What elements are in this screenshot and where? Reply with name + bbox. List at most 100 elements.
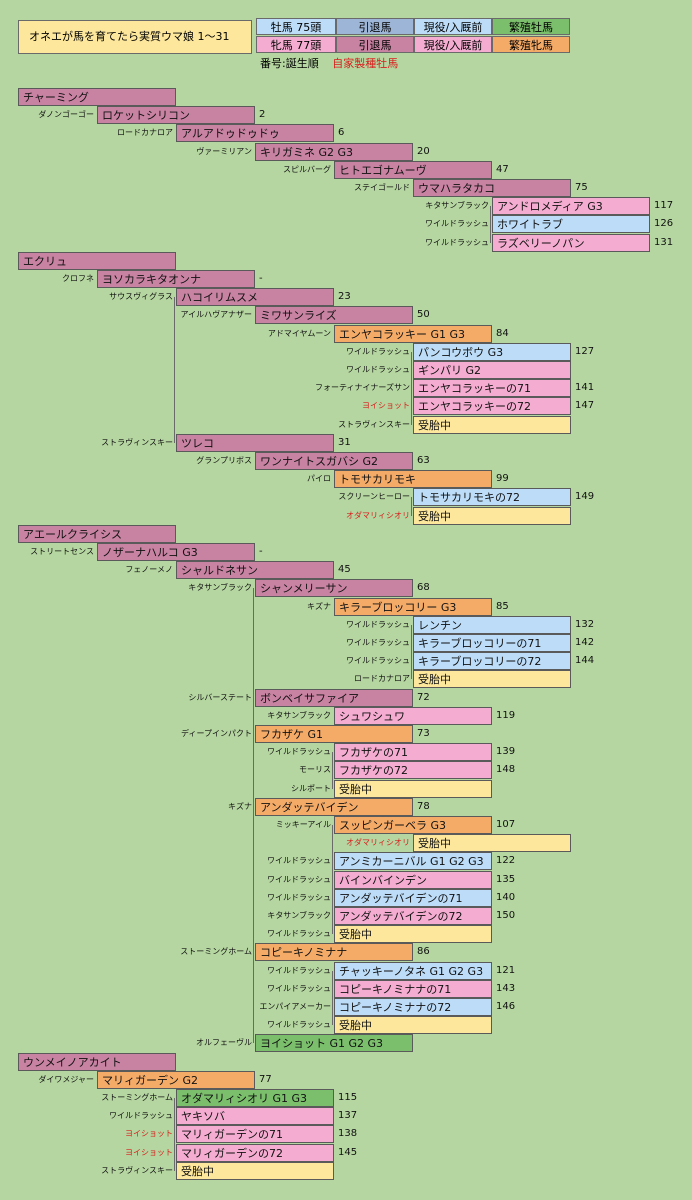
tree-connector: [332, 970, 333, 1026]
horse-box: 受胎中: [413, 506, 571, 525]
sire-label: スクリーンヒーロー: [338, 492, 410, 502]
birth-order-number: 140: [496, 891, 516, 903]
horse-box: エンヤコラッキーの71: [413, 379, 571, 398]
birth-order-number: 73: [417, 728, 430, 739]
sire-label: ストラヴィンスキー: [101, 1165, 173, 1175]
horse-box: ツレコ: [176, 433, 334, 452]
legend-row2-cell-0: 牝馬 77頭: [256, 36, 336, 53]
horse-box: ヨソカラキタオンナ: [97, 270, 255, 288]
sire-label: シルバーステート: [188, 692, 252, 702]
horse-box: キラーブロッコリーの71: [413, 634, 571, 652]
sire-label: ヨイショット: [125, 1147, 173, 1157]
birth-order-number: 23: [338, 291, 351, 303]
birth-order-number: 127: [575, 345, 595, 357]
sire-label: グランプリボス: [196, 456, 252, 465]
sire-label: キズナ: [307, 601, 331, 611]
sire-label: ディープインパクト: [181, 729, 252, 738]
sire-label: ワイルドラッシュ: [109, 1111, 173, 1121]
birth-order-number: 126: [654, 218, 674, 230]
birth-order-number: 85: [496, 600, 509, 612]
sire-label: ロードカナロア: [354, 674, 410, 684]
birth-order-number: -: [259, 273, 263, 284]
sire-label: ワイルドラッシュ: [425, 237, 489, 247]
sire-label: ワイルドラッシュ: [346, 656, 410, 666]
horse-box: アルアドゥドゥドゥ: [176, 124, 334, 143]
sire-label: ミッキーアイル: [275, 820, 331, 829]
legend-row1-cell-2: 現役/入厩前: [414, 18, 492, 35]
sire-label: ヴァーミリアン: [196, 146, 252, 156]
horse-box: アンドロメディア G3: [492, 197, 650, 216]
sire-label: ヨイショット: [362, 401, 410, 411]
sire-label: モーリス: [299, 765, 331, 775]
birth-order-number: 141: [575, 382, 595, 394]
birth-order-number: 78: [417, 800, 430, 812]
family-root: アエールクライシス: [18, 524, 176, 543]
sire-label: ロードカナロア: [117, 128, 173, 138]
horse-box: マリィガーデンの72: [176, 1143, 334, 1162]
birth-order-number: 20: [417, 145, 430, 157]
sire-label: ワイルドラッシュ: [267, 1020, 331, 1030]
sire-label: キタサンブラック: [425, 201, 489, 211]
horse-box: アンミカーニバル G1 G2 G3: [334, 852, 492, 871]
sire-label: パイロ: [307, 474, 331, 484]
legend-note-text: 番号:誕生順: [260, 57, 319, 70]
birth-order-number: 77: [259, 1073, 272, 1085]
birth-order-number: 31: [338, 436, 351, 448]
sire-label: ワイルドラッシュ: [267, 874, 331, 884]
sire-label: ストーミングホーム: [101, 1093, 173, 1102]
legend-note-red: 自家製種牡馬: [332, 57, 399, 70]
tree-connector: [332, 825, 333, 935]
sire-label: ストリートセンス: [30, 547, 94, 556]
horse-box: ヒトエゴナムーヴ: [334, 160, 492, 179]
horse-box: 受胎中: [413, 415, 571, 434]
horse-box: 受胎中: [176, 1161, 334, 1180]
horse-box: コピーキノミナナ: [255, 943, 413, 962]
horse-box: キラーブロッコリー G3: [334, 597, 492, 616]
birth-order-number: 145: [338, 1146, 358, 1158]
horse-box: シュワシュワ: [334, 706, 492, 725]
sire-label: ワイルドラッシュ: [267, 929, 331, 939]
horse-box: アンダッテバイデンの72: [334, 907, 492, 925]
legend-row1-cell-3: 繁殖牡馬: [492, 18, 570, 35]
horse-box: エンヤコラッキーの72: [413, 397, 571, 416]
birth-order-number: 147: [575, 400, 595, 412]
tree-connector: [174, 297, 175, 443]
sire-label: ダノンゴーゴー: [38, 110, 94, 120]
sire-label: スピルバーグ: [283, 164, 331, 174]
birth-order-number: 137: [338, 1110, 358, 1122]
birth-order-number: 99: [496, 473, 509, 485]
legend-row2-cell-2: 現役/入厩前: [414, 36, 492, 53]
birth-order-number: 143: [496, 982, 516, 994]
sire-label: ストーミングホーム: [180, 947, 252, 957]
sire-label: ワイルドラッシュ: [346, 365, 410, 374]
birth-order-number: 63: [417, 455, 430, 466]
horse-box: スッピンガーベラ G3: [334, 816, 492, 834]
birth-order-number: 6: [338, 127, 345, 139]
birth-order-number: 50: [417, 309, 430, 321]
tree-connector: [411, 624, 412, 680]
birth-order-number: 150: [496, 910, 516, 921]
sire-label: オダマリィシオリ: [346, 510, 410, 520]
sire-label: キズナ: [228, 801, 252, 811]
horse-box: ヨイショット G1 G2 G3: [255, 1034, 413, 1053]
horse-box: ホワイトラブ: [492, 215, 650, 234]
sire-label: ワイルドラッシュ: [267, 892, 331, 902]
horse-box: ギンパリ G2: [413, 361, 571, 379]
sire-label: ステイゴールド: [354, 183, 410, 192]
tree-connector: [411, 351, 412, 425]
sire-label: アドマイヤムーン: [267, 328, 331, 338]
horse-box: フカザケの71: [334, 743, 492, 762]
horse-box: ノザーナハルコ G3: [97, 543, 255, 561]
legend-note: 番号:誕生順 自家製種牡馬: [260, 55, 398, 71]
sire-label: オダマリィシオリ: [346, 838, 410, 848]
birth-order-number: -: [259, 546, 263, 557]
horse-box: 受胎中: [413, 670, 571, 689]
horse-box: エンヤコラッキー G1 G3: [334, 324, 492, 343]
horse-box: 受胎中: [413, 834, 571, 853]
horse-box: フカザケ G1: [255, 725, 413, 743]
birth-order-number: 86: [417, 946, 430, 958]
horse-box: フカザケの72: [334, 761, 492, 780]
sire-label: ワイルドラッシュ: [267, 983, 331, 993]
sire-label: オルフェーヴル: [196, 1038, 252, 1048]
sire-label: クロフネ: [62, 274, 94, 283]
